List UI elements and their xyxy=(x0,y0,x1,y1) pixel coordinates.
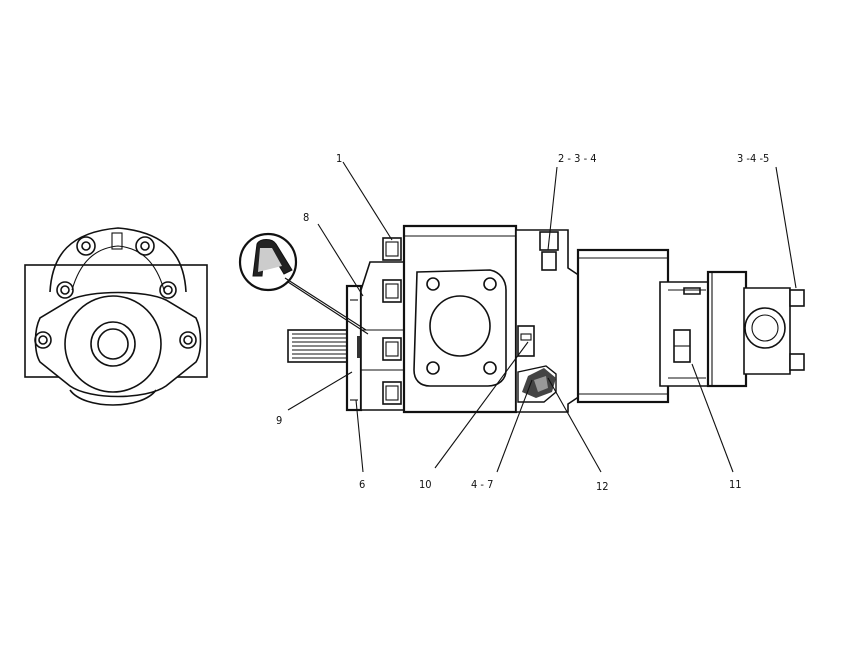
callout-labels: 1 2 - 3 - 4 3 -4 -5 8 9 6 10 4 - 7 12 11 xyxy=(276,152,769,493)
callout-1: 1 xyxy=(336,152,342,165)
callout-12: 12 xyxy=(596,480,609,493)
callout-11: 11 xyxy=(729,478,742,491)
pump-side-view xyxy=(287,224,805,414)
seal-detail-inset xyxy=(238,232,298,292)
callout-2-3-4: 2 - 3 - 4 xyxy=(558,152,597,165)
callout-10: 10 xyxy=(419,478,432,491)
callout-8: 8 xyxy=(303,211,309,224)
callout-9: 9 xyxy=(276,414,282,427)
callout-leaders xyxy=(284,161,797,473)
callout-6: 6 xyxy=(359,478,365,491)
pump-front-view xyxy=(24,227,208,406)
callout-4-7: 4 - 7 xyxy=(471,478,493,491)
callout-3-4-5: 3 -4 -5 xyxy=(737,152,769,165)
